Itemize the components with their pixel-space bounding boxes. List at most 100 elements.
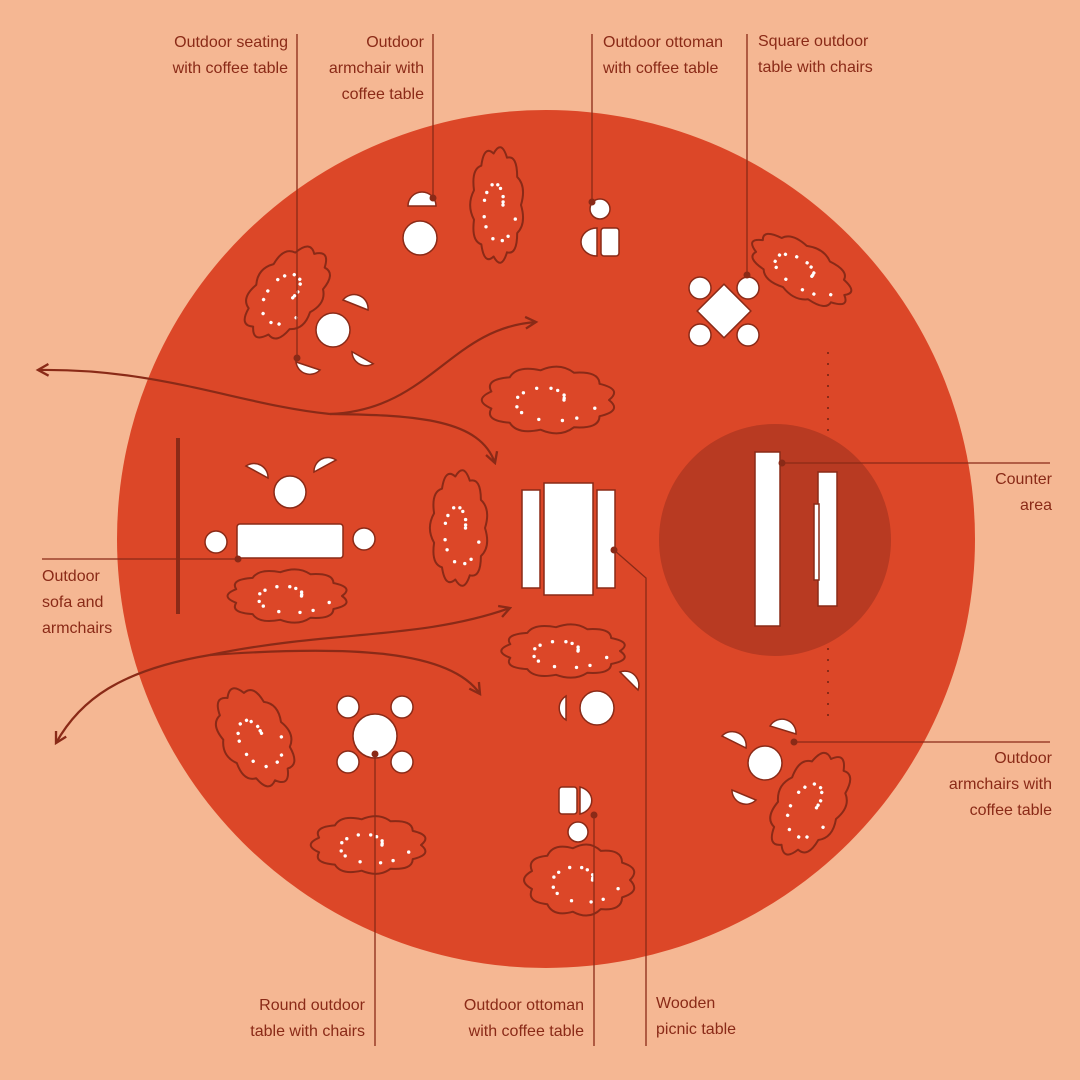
bush-flower <box>279 735 284 739</box>
bush-flower <box>258 592 262 596</box>
bush <box>214 687 296 788</box>
bush-flower <box>560 418 565 423</box>
label-outdoor-seating: Outdoor seating with coffee table <box>172 34 288 77</box>
bush <box>469 146 525 264</box>
bush-flower <box>277 322 281 326</box>
bush-flower <box>501 203 505 207</box>
bush-flower <box>369 833 373 837</box>
bush-flower <box>327 600 331 605</box>
bush-flower <box>339 849 343 853</box>
armchair <box>618 670 640 692</box>
bush-flower <box>570 641 574 646</box>
bush-flower <box>521 391 526 395</box>
coffee-table <box>402 220 438 256</box>
bush-flower <box>519 410 524 415</box>
bush-flower <box>452 560 457 564</box>
bush <box>769 751 852 856</box>
label-ottoman-bottom: Outdoor ottoman with coffee table <box>463 997 584 1040</box>
armchair <box>407 191 437 207</box>
bush-flower <box>588 663 592 668</box>
bush-flower <box>236 731 240 736</box>
bush-flower <box>261 311 265 316</box>
bush-flower <box>238 722 242 726</box>
bush-flower <box>532 654 536 659</box>
bush <box>226 568 348 624</box>
bush-flower <box>556 388 560 393</box>
bush-flower <box>549 386 553 390</box>
bush-flower <box>516 395 520 399</box>
chair <box>736 276 760 300</box>
armchair <box>558 694 567 722</box>
bush-flower <box>818 799 823 803</box>
armchair <box>341 293 369 312</box>
bush-flower <box>277 609 281 614</box>
bush-flower <box>805 261 809 265</box>
bush-flower <box>482 198 487 202</box>
bush-flower <box>257 599 261 604</box>
bush-flower <box>292 272 296 277</box>
bush-flower <box>810 273 815 277</box>
leader-dot <box>588 198 596 206</box>
bush-flower <box>818 785 823 790</box>
armchair <box>579 786 593 815</box>
label-armchair-top: Outdoor armchair with coffee table <box>328 34 424 103</box>
bush-flower <box>788 804 793 808</box>
bush-flower <box>298 282 302 286</box>
bush-flower <box>616 887 620 891</box>
bench <box>596 489 616 589</box>
bush-flower <box>485 190 489 195</box>
bush-flower <box>797 835 801 839</box>
bush <box>500 623 626 679</box>
bush-flower <box>783 252 788 257</box>
bush-flower <box>774 265 778 270</box>
leader-dot <box>234 555 242 563</box>
bush-outline <box>428 469 489 587</box>
chair <box>390 750 414 774</box>
bush-flower <box>601 897 605 901</box>
bush-outline <box>214 687 296 788</box>
armchair <box>720 730 747 750</box>
bush-flower <box>300 592 304 597</box>
bush-flower <box>576 645 580 649</box>
bush-flower <box>538 643 542 647</box>
leader-dot <box>429 194 437 202</box>
bush-flower <box>564 640 568 644</box>
armchair <box>313 456 338 474</box>
bush-outline <box>751 232 853 307</box>
coffee-table <box>315 312 351 348</box>
bush-flower <box>380 841 384 846</box>
bush-flower <box>820 790 824 795</box>
bush-flower <box>535 386 539 390</box>
bush-flower <box>574 665 579 670</box>
bush-flower <box>263 588 267 592</box>
chair <box>688 276 712 300</box>
square-table <box>696 283 752 339</box>
path-arrow-bottom-right <box>209 608 510 657</box>
bush-flower <box>463 561 467 566</box>
bush-flower <box>445 548 449 552</box>
ottoman <box>600 227 620 257</box>
bush-flower <box>803 785 807 789</box>
bush-flower <box>452 506 456 510</box>
chair <box>336 750 360 774</box>
bush-flower <box>580 865 584 870</box>
bush-flower <box>496 183 500 187</box>
sofa <box>236 523 344 559</box>
bush-flower <box>784 277 788 281</box>
bush-flower <box>378 861 383 865</box>
path-arrow-bottom-left <box>56 653 211 743</box>
armchair <box>351 350 375 367</box>
label-armchairs-right: Outdoor armchairs with coffee table <box>948 750 1052 819</box>
bush-flower <box>773 259 777 264</box>
bush <box>309 815 427 875</box>
bush-flower <box>458 506 462 510</box>
bush-flower <box>814 806 819 810</box>
armchair <box>352 527 376 551</box>
bush-flower <box>255 724 260 729</box>
bush-flower <box>605 655 609 660</box>
leader-dot <box>590 811 598 819</box>
label-square-table: Square outdoor table with chairs <box>758 33 873 76</box>
chair <box>390 695 414 719</box>
